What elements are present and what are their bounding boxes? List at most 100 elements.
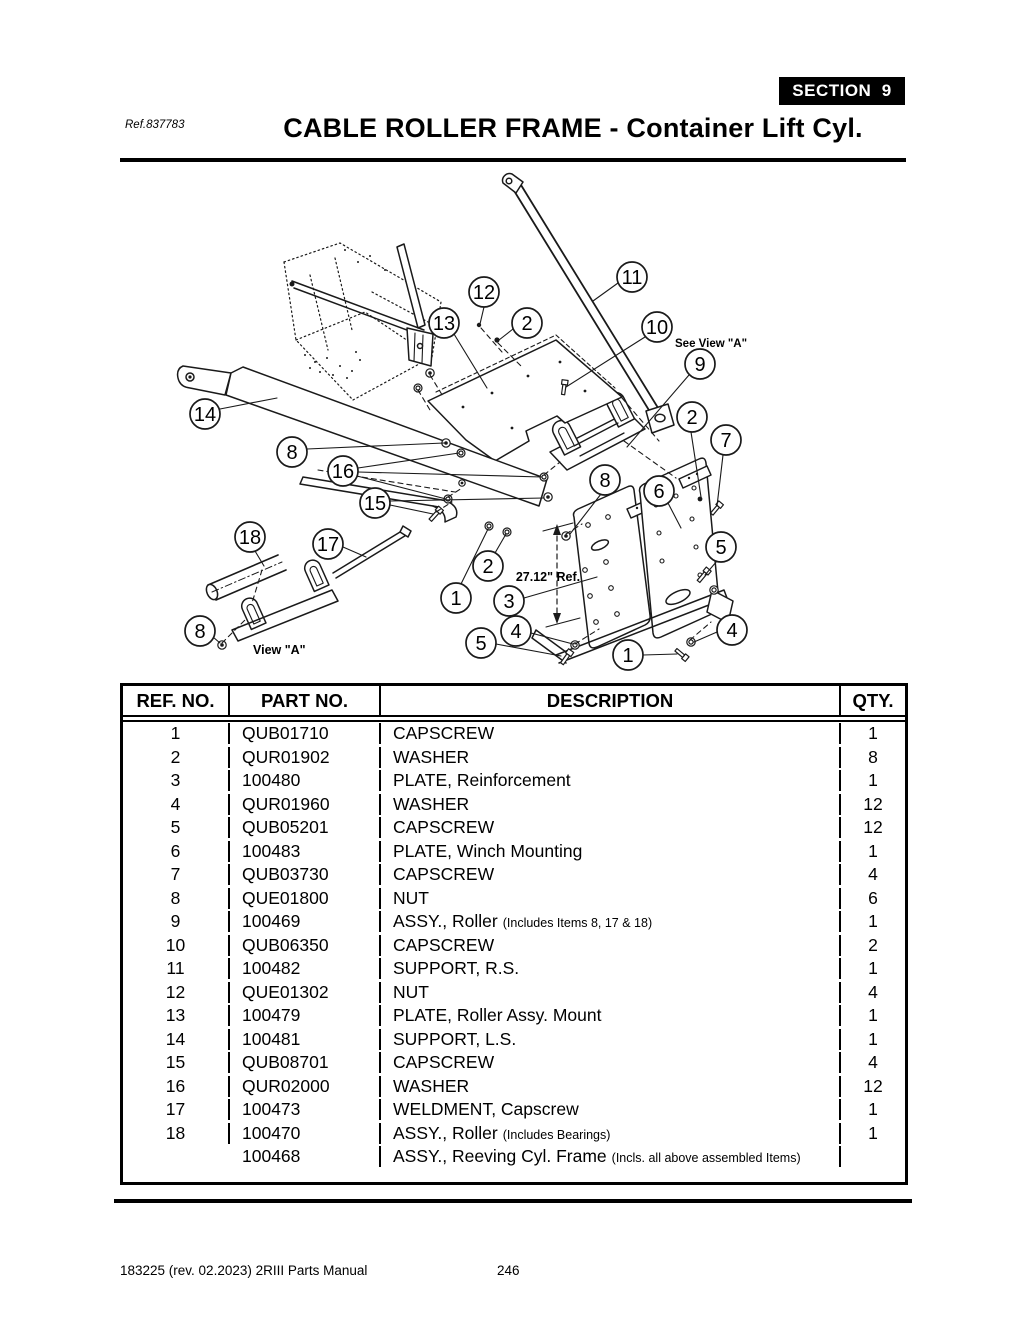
ghost-speckles (304, 249, 386, 379)
cell-description: ASSY., Roller (Includes Items 8, 17 & 18… (381, 911, 841, 933)
cell-part-no: 100480 (230, 770, 381, 792)
title-rule (120, 158, 906, 162)
svg-text:4: 4 (510, 621, 521, 643)
callout-9: 9 (684, 348, 716, 380)
cell-description: WASHER (381, 793, 841, 815)
bottom-rule (114, 1199, 912, 1203)
cell-qty: 1 (868, 911, 878, 932)
cell-description: WELDMENT, Capscrew (381, 1099, 841, 1121)
table-row: 100468 ASSY., Reeving Cyl. Frame (Incls.… (123, 1145, 905, 1169)
cell-ref-no: 2 (123, 746, 230, 768)
callout-11: 11 (616, 261, 648, 293)
base-rail (531, 589, 734, 664)
cell-qty: 2 (868, 934, 878, 955)
table-row: 9 100469 ASSY., Roller (Includes Items 8… (123, 910, 905, 934)
cell-ref-no: 16 (123, 1075, 230, 1097)
description-text: NUT (393, 981, 429, 1002)
parts-diagram: 27.12" Ref. See View "A" View "A" (176, 172, 748, 671)
cell-qty: 4 (868, 1052, 878, 1073)
cell-ref-no: 6 (123, 840, 230, 862)
cell-qty: 1 (868, 1005, 878, 1026)
cell-part-no: 100482 (230, 958, 381, 980)
cell-description: WASHER (381, 1075, 841, 1097)
svg-text:2: 2 (482, 556, 493, 578)
cell-ref-no: 14 (123, 1028, 230, 1050)
description-text: SUPPORT, L.S. (393, 1028, 517, 1049)
svg-text:8: 8 (194, 621, 205, 643)
description-text: CAPSCREW (393, 817, 495, 838)
svg-text:7: 7 (720, 430, 731, 452)
callout-16: 16 (327, 455, 359, 487)
callout-13: 13 (428, 307, 460, 339)
cell-ref-no: 17 (123, 1099, 230, 1121)
cell-ref-no: 9 (123, 911, 230, 933)
section-badge: SECTION 9 (779, 77, 905, 105)
cell-qty: 1 (868, 723, 878, 744)
support-rs (501, 172, 675, 434)
cell-description: CAPSCREW (381, 723, 841, 745)
washer (709, 585, 719, 595)
cell-part-no: QUE01800 (230, 887, 381, 909)
svg-text:17: 17 (317, 534, 339, 556)
callout-1-b: 1 (612, 639, 644, 671)
cell-qty: 12 (863, 817, 883, 838)
callout-3: 3 (493, 585, 525, 617)
svg-text:2: 2 (521, 313, 532, 335)
footer-manual-info: 183225 (rev. 02.2023) 2RIII Parts Manual (120, 1263, 368, 1278)
cell-qty: 1 (868, 1122, 878, 1143)
table-row: 4 QUR01960 WASHER 12 (123, 793, 905, 817)
callout-17: 17 (312, 528, 344, 560)
description-text: PLATE, Winch Mounting (393, 840, 583, 861)
cell-description: PLATE, Reinforcement (381, 770, 841, 792)
description-text: NUT (393, 887, 429, 908)
svg-text:18: 18 (239, 527, 261, 549)
cell-description: SUPPORT, R.S. (381, 958, 841, 980)
svg-text:1: 1 (450, 588, 461, 610)
table-row: 13 100479 PLATE, Roller Assy. Mount 1 (123, 1004, 905, 1028)
cell-description: CAPSCREW (381, 934, 841, 956)
table-row: 7 QUB03730 CAPSCREW 4 (123, 863, 905, 887)
callout-8-b: 8 (589, 464, 621, 496)
cell-description: CAPSCREW (381, 864, 841, 886)
callout-5-b: 5 (465, 627, 497, 659)
table-row: 18 100470 ASSY., Roller (Includes Bearin… (123, 1122, 905, 1146)
cell-ref-no: 11 (123, 958, 230, 980)
cell-part-no: 100469 (230, 911, 381, 933)
washer (484, 521, 494, 531)
col-header-description: DESCRIPTION (381, 686, 841, 715)
svg-text:8: 8 (286, 442, 297, 464)
svg-text:9: 9 (694, 354, 705, 376)
cell-part-no: 100468 (230, 1146, 381, 1168)
roller-mount-plate-13 (427, 334, 623, 462)
cell-qty: 6 (868, 887, 878, 908)
cell-ref-no: 3 (123, 770, 230, 792)
table-row: 14 100481 SUPPORT, L.S. 1 (123, 1028, 905, 1052)
callout-10: 10 (641, 311, 673, 343)
callout-2-a: 2 (511, 307, 543, 339)
svg-text:6: 6 (653, 481, 664, 503)
table-row: 3 100480 PLATE, Reinforcement 1 (123, 769, 905, 793)
cell-description: SUPPORT, L.S. (381, 1028, 841, 1050)
washer (456, 448, 466, 458)
callout-8-c: 8 (184, 615, 216, 647)
capscrew (559, 648, 575, 666)
description-text: ASSY., Roller (393, 911, 498, 932)
table-row: 1 QUB01710 CAPSCREW 1 (123, 722, 905, 746)
cell-qty: 12 (863, 793, 883, 814)
cell-ref-no: 13 (123, 1005, 230, 1027)
description-text: CAPSCREW (393, 1052, 495, 1073)
svg-text:16: 16 (332, 461, 354, 483)
table-row: 5 QUB05201 CAPSCREW 12 (123, 816, 905, 840)
table-row: 12 QUE01302 NUT 4 (123, 981, 905, 1005)
svg-text:4: 4 (726, 620, 737, 642)
cell-part-no: QUE01302 (230, 981, 381, 1003)
footer-page-number: 246 (497, 1263, 520, 1278)
svg-text:12: 12 (473, 282, 495, 304)
table-row: 15 QUB08701 CAPSCREW 4 (123, 1051, 905, 1075)
description-text: ASSY., Roller (393, 1122, 498, 1143)
callout-5-a: 5 (705, 531, 737, 563)
svg-text:2: 2 (686, 407, 697, 429)
callout-8-a: 8 (276, 436, 308, 468)
callout-14: 14 (189, 398, 221, 430)
svg-text:1: 1 (622, 645, 633, 667)
